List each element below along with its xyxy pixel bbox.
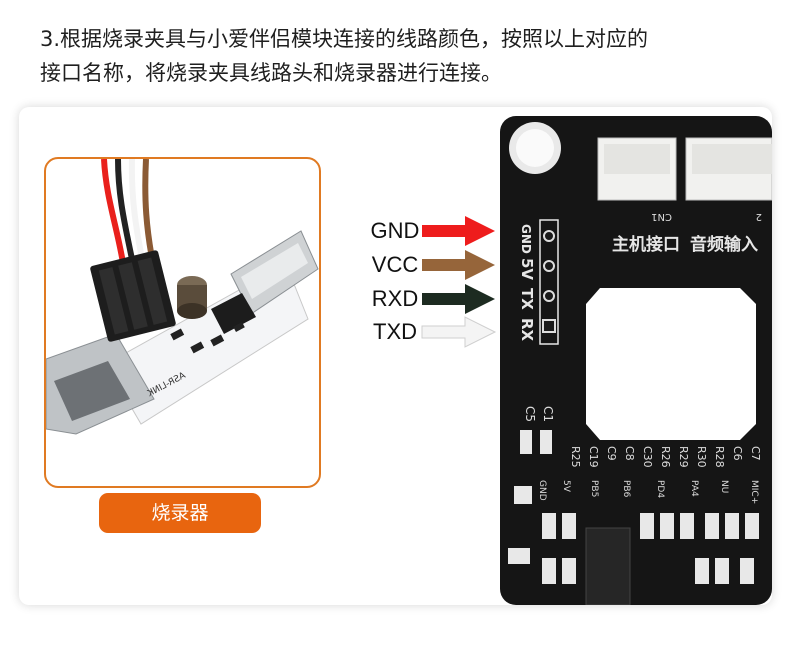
burner-caption: 烧录器 (99, 493, 261, 533)
usb-male-inner (241, 243, 308, 299)
burner-photo-frame: ASR-LINK (44, 157, 321, 488)
smd-components (542, 513, 759, 584)
chip-window (586, 288, 756, 440)
component-c5: C5 (523, 406, 537, 422)
svg-text:PA4: PA4 (689, 480, 699, 497)
bottom-chip (585, 527, 631, 605)
component-row-2: R25 C19 C9 C8 C30 R26 R29 R30 R28 C6 C7 (569, 446, 762, 468)
svg-text:C8: C8 (623, 446, 636, 461)
label-rxd: RXD (371, 286, 419, 311)
module-board-photo: CN1 2 主机接口 音频输入 GND 5V TX RX C5 C1 R25 C… (500, 108, 772, 605)
label-gnd: GND (370, 218, 420, 243)
main-chip (211, 293, 256, 334)
svg-text:R29: R29 (677, 446, 690, 468)
connection-arrows (421, 216, 497, 348)
svg-text:R30: R30 (695, 446, 708, 468)
red-cable (101, 159, 127, 270)
label-txd: TXD (373, 319, 417, 344)
svg-text:NU: NU (719, 480, 729, 493)
pin-label-gnd: GND (519, 224, 533, 254)
header-outline (539, 219, 559, 345)
instruction-line-1: 3.根据烧录夹具与小爱伴侣模块连接的线路颜色，按照以上对应的 (40, 27, 649, 51)
arrow-rxd (422, 284, 495, 314)
pin-label-5v: 5V (518, 258, 536, 280)
svg-text:C30: C30 (641, 446, 654, 468)
svg-text:5V: 5V (561, 480, 571, 493)
svg-text:C7: C7 (749, 446, 762, 461)
white-cable (128, 159, 147, 270)
connection-legend: GND VCC RXD TXD (330, 205, 505, 355)
audio-input-label: 音频输入 (690, 234, 758, 255)
pin-label-tx: TX (518, 288, 536, 310)
svg-text:R26: R26 (659, 446, 672, 468)
svg-text:PB6: PB6 (621, 480, 631, 498)
burner-device-illustration: ASR-LINK (46, 159, 319, 435)
svg-text:GND: GND (537, 480, 547, 501)
component-c1: C1 (541, 406, 555, 422)
board-pin-labels: GND 5V PB5 PB6 PD4 PA4 NU MIC+ (537, 480, 759, 504)
svg-text:PB5: PB5 (589, 480, 599, 497)
connector-label-cn1: CN1 (651, 211, 672, 222)
svg-text:C6: C6 (731, 446, 744, 461)
pin-5v (543, 260, 555, 272)
svg-text:C9: C9 (605, 446, 618, 461)
pin-gnd (543, 230, 555, 242)
svg-text:R28: R28 (713, 446, 726, 468)
arrow-vcc (422, 250, 495, 280)
usb-female-opening (54, 361, 130, 421)
instruction-text: 3.根据烧录夹具与小爱伴侣模块连接的线路颜色，按照以上对应的 接口名称，将烧录夹… (40, 22, 760, 90)
label-vcc: VCC (371, 252, 419, 277)
module-board: CN1 2 主机接口 音频输入 GND 5V TX RX C5 C1 R25 C… (500, 116, 772, 605)
svg-text:MIC+: MIC+ (749, 480, 759, 504)
connector-label-2: 2 (756, 211, 762, 222)
arrow-gnd (422, 216, 495, 246)
test-pad (514, 486, 532, 504)
svg-text:R25: R25 (569, 446, 582, 468)
svg-text:C19: C19 (587, 446, 600, 468)
instruction-line-2: 接口名称，将烧录夹具线路头和烧录器进行连接。 (40, 61, 502, 85)
pin-tx (543, 290, 555, 302)
host-interface-label: 主机接口 (612, 234, 680, 255)
pin-label-rx: RX (518, 318, 536, 342)
svg-text:PD4: PD4 (655, 480, 665, 498)
pin-rx (542, 319, 556, 333)
arrow-txd (421, 316, 497, 348)
